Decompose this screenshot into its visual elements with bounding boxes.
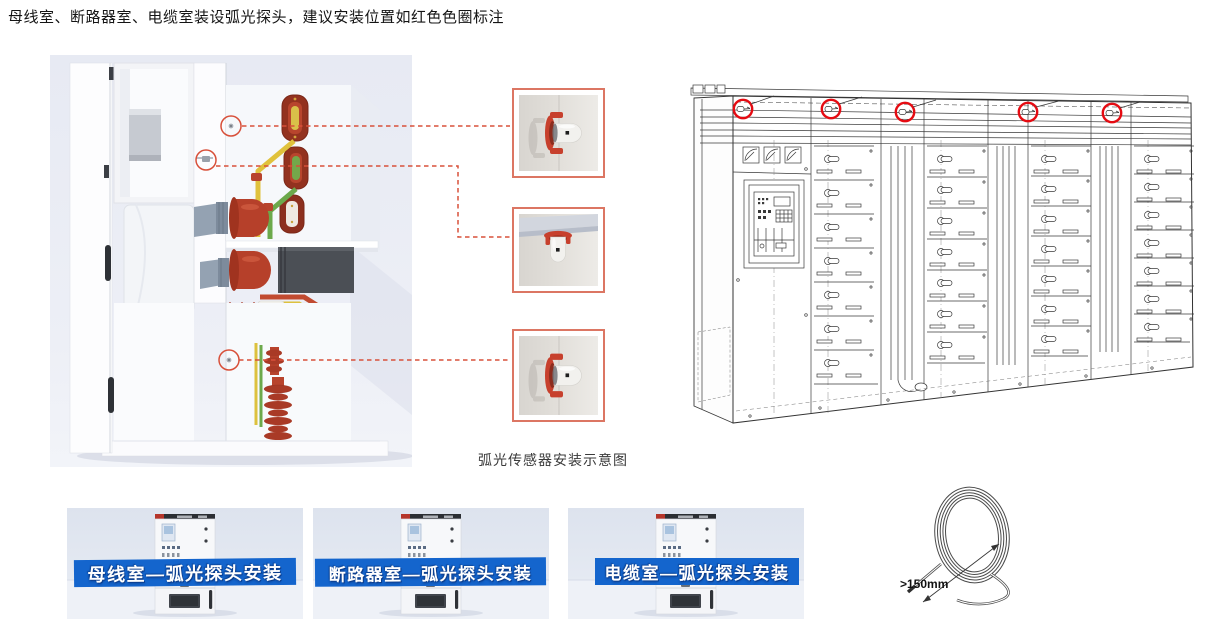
video-title-banner: 电缆室—弧光探头安装 — [595, 558, 799, 585]
sensor-detail-wall-mount-bottom — [512, 329, 605, 422]
switchgear-cutaway-render — [50, 55, 413, 467]
base-frame — [735, 356, 1192, 418]
coil-dimension-label: >150mm — [900, 577, 948, 591]
drawer-section-1 — [813, 140, 878, 413]
cast-shadow — [350, 245, 412, 415]
switchgear-lineup-drawing — [688, 80, 1203, 425]
wall-mount-sensor-icon — [519, 336, 598, 415]
drawer-section-4 — [1133, 140, 1195, 374]
relay-box — [129, 109, 161, 161]
fiber-coil-drawing: >150mm — [895, 482, 1065, 622]
cable-duct-section-2 — [996, 146, 1016, 365]
drawer-section-3 — [1030, 140, 1092, 386]
cable-termination-box — [278, 247, 354, 293]
instrument-section — [732, 140, 812, 413]
video-title-banner: 母线室—弧光探头安装 — [73, 557, 297, 588]
door-handle — [108, 377, 114, 413]
cable-compartment — [114, 303, 380, 442]
page-title: 母线室、断路器室、电缆室装设弧光探头，建议安装位置如红色色圈标注 — [8, 9, 505, 26]
sensor-position-markers — [732, 98, 1123, 124]
section-dividers — [810, 98, 1132, 413]
sensor-detail-ceiling-mount — [512, 207, 605, 293]
coil-loops — [934, 486, 1010, 584]
cable-duct-section-3 — [1099, 146, 1119, 352]
conduit-end — [914, 382, 928, 392]
video-thumbnail-cable-room: 电缆室—弧光探头安装 — [568, 508, 804, 619]
top-dashed-line — [735, 101, 1192, 109]
current-transformers — [279, 94, 309, 234]
sensor-detail-wall-mount-top — [512, 88, 605, 178]
wall-mount-sensor-icon — [519, 95, 598, 171]
dimension-annotation — [922, 543, 1000, 603]
video-thumbnail-breaker-room: 断路器室—弧光探头安装 — [313, 508, 549, 619]
vacuum-circuit-breaker — [123, 202, 229, 314]
compartment-shelf — [225, 240, 379, 249]
corrugated-insulator — [263, 347, 293, 440]
cable-duct-section-1 — [890, 146, 928, 392]
video-title-banner: 断路器室—弧光探头安装 — [314, 557, 547, 587]
fiber-tails — [906, 563, 1010, 606]
drawer-section-2 — [926, 140, 988, 398]
diagram-caption: 弧光传感器安装示意图 — [478, 452, 628, 468]
panel-meter-icon — [742, 146, 802, 164]
sensor-glyphs — [736, 95, 1141, 116]
door-handle — [105, 245, 111, 281]
video-thumbnail-busbar-room: 母线室—弧光探头安装 — [67, 508, 303, 619]
relay-protection-panel — [753, 191, 795, 257]
ceiling-mount-sensor-icon — [519, 214, 598, 286]
busbar-duct-bands — [700, 109, 1192, 146]
